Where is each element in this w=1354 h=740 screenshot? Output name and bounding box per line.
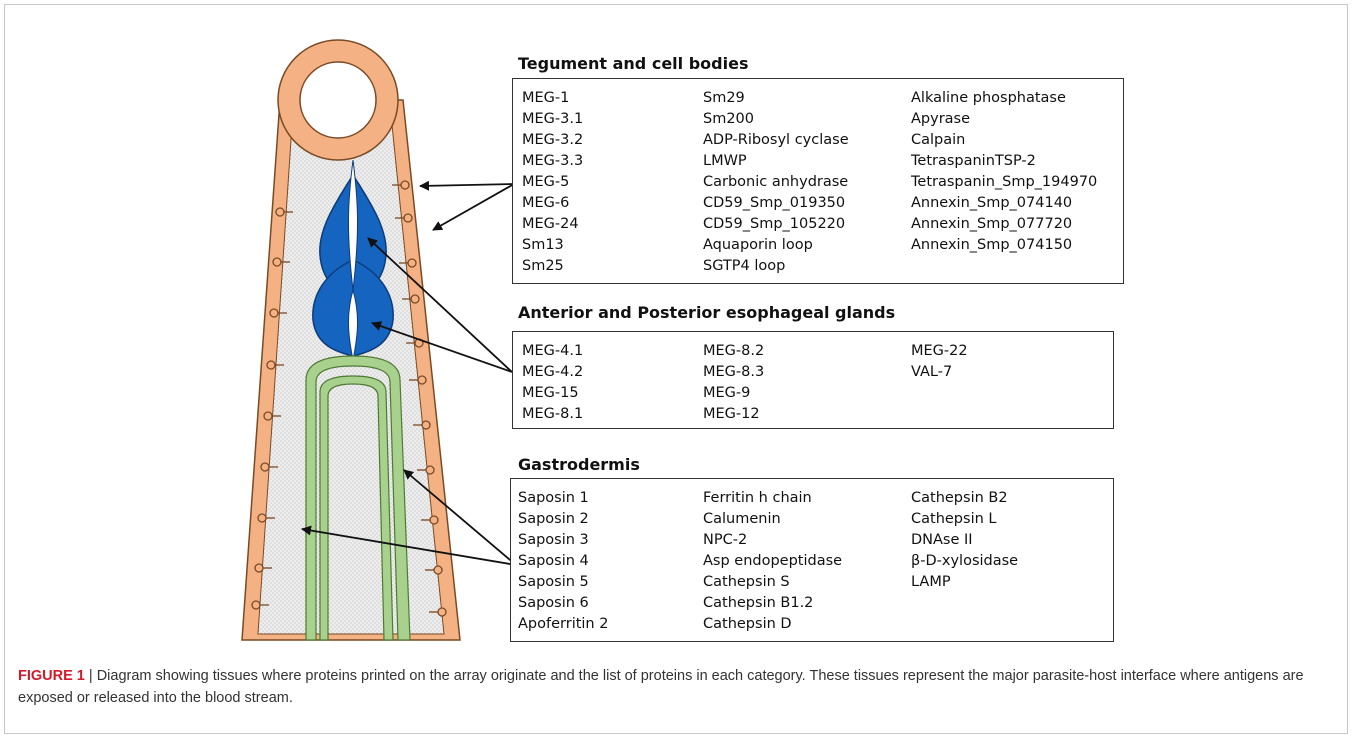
protein-item: Sm13 [522, 237, 564, 253]
protein-item: MEG-9 [703, 385, 751, 401]
protein-column: MEG-4.1 MEG-4.2 MEG-15 MEG-8.1 [522, 341, 583, 425]
protein-column: MEG-8.2 MEG-8.3 MEG-9 MEG-12 [703, 341, 764, 425]
protein-item: NPC-2 [703, 532, 748, 548]
protein-item: Asp endopeptidase [703, 553, 843, 569]
protein-column: Alkaline phosphatase Apyrase Calpain Tet… [911, 88, 1097, 256]
arrow-tegument-2 [432, 183, 515, 231]
protein-item: MEG-6 [522, 195, 570, 211]
protein-item: ADP-Ribosyl cyclase [703, 132, 849, 148]
protein-item: Cathepsin L [911, 511, 997, 527]
protein-column: Sm29 Sm200 ADP-Ribosyl cyclase LMWP Carb… [703, 88, 849, 277]
protein-item: Aquaporin loop [703, 237, 813, 253]
protein-item: MEG-1 [522, 90, 570, 106]
protein-item: VAL-7 [911, 364, 953, 380]
protein-item: MEG-8.3 [703, 364, 765, 380]
protein-item: TetraspaninTSP-2 [911, 153, 1036, 169]
section-title-tegument: Tegument and cell bodies [518, 54, 749, 73]
protein-item: MEG-4.1 [522, 343, 584, 359]
protein-item: MEG-22 [911, 343, 968, 359]
protein-item: Sm29 [703, 90, 745, 106]
protein-item: LMWP [703, 153, 747, 169]
protein-item: β-D-xylosidase [911, 553, 1019, 569]
section-title-esophageal-glands: Anterior and Posterior esophageal glands [518, 303, 896, 322]
protein-item: Cathepsin D [703, 616, 792, 632]
protein-item: MEG-5 [522, 174, 570, 190]
protein-item: MEG-15 [522, 385, 579, 401]
protein-item: Sm25 [522, 258, 564, 274]
tegument-spines-left [251, 207, 293, 610]
oral-sucker-lumen [299, 61, 377, 139]
gastrodermis-outer [305, 355, 411, 641]
arrow-gut-2 [301, 525, 517, 566]
protein-item: LAMP [911, 574, 951, 590]
protein-item: Cathepsin B2 [911, 490, 1008, 506]
protein-item: Alkaline phosphatase [911, 90, 1066, 106]
arrow-gland-1 [367, 237, 513, 373]
protein-item: Saposin 6 [518, 595, 589, 611]
protein-item: Annexin_Smp_074150 [911, 237, 1073, 253]
protein-item: MEG-3.3 [522, 153, 584, 169]
protein-item: Annexin_Smp_077720 [911, 216, 1073, 232]
protein-list-gastrodermis: Saposin 1 Saposin 2 Saposin 3 Saposin 4 … [510, 478, 1114, 642]
arrow-gland-2 [371, 321, 513, 373]
caption-separator: | [84, 668, 97, 684]
caption-text: Diagram showing tissues where proteins p… [18, 668, 1304, 706]
protein-item: MEG-3.2 [522, 132, 584, 148]
protein-item: MEG-12 [703, 406, 760, 422]
protein-column: Cathepsin B2 Cathepsin L DNAse II β-D-xy… [911, 488, 1018, 593]
protein-item: DNAse II [911, 532, 973, 548]
protein-list-tegument: MEG-1 MEG-3.1 MEG-3.2 MEG-3.3 MEG-5 MEG-… [512, 78, 1124, 284]
protein-item: Calumenin [703, 511, 781, 527]
protein-item: Cathepsin S [703, 574, 790, 590]
protein-item: Ferritin h chain [703, 490, 812, 506]
protein-column: MEG-1 MEG-3.1 MEG-3.2 MEG-3.3 MEG-5 MEG-… [522, 88, 583, 277]
protein-item: MEG-8.1 [522, 406, 584, 422]
protein-item: MEG-24 [522, 216, 579, 232]
protein-item: Saposin 3 [518, 532, 589, 548]
protein-item: Saposin 4 [518, 553, 589, 569]
protein-item: Saposin 2 [518, 511, 589, 527]
protein-item: CD59_Smp_019350 [703, 195, 846, 211]
arrow-tegument-1 [419, 180, 515, 191]
protein-item: SGTP4 loop [703, 258, 786, 274]
protein-column: Saposin 1 Saposin 2 Saposin 3 Saposin 4 … [518, 488, 608, 635]
protein-column: Ferritin h chain Calumenin NPC-2 Asp end… [703, 488, 842, 635]
gastrodermis-inner [319, 375, 394, 641]
protein-item: Apoferritin 2 [518, 616, 609, 632]
esophagus-lumen [347, 159, 359, 361]
protein-column: MEG-22 VAL-7 [911, 341, 968, 383]
protein-list-esophageal-glands: MEG-4.1 MEG-4.2 MEG-15 MEG-8.1 MEG-8.2 M… [512, 331, 1114, 429]
protein-item: Saposin 1 [518, 490, 589, 506]
section-title-gastrodermis: Gastrodermis [518, 455, 640, 474]
protein-item: MEG-3.1 [522, 111, 584, 127]
protein-item: Cathepsin B1.2 [703, 595, 814, 611]
protein-item: Annexin_Smp_074140 [911, 195, 1073, 211]
protein-item: Carbonic anhydrase [703, 174, 849, 190]
protein-item: Saposin 5 [518, 574, 589, 590]
figure-caption: FIGURE 1 | Diagram showing tissues where… [18, 665, 1328, 709]
protein-item: MEG-4.2 [522, 364, 584, 380]
protein-item: Apyrase [911, 111, 971, 127]
protein-item: MEG-8.2 [703, 343, 765, 359]
protein-item: Calpain [911, 132, 966, 148]
arrow-gut-1 [403, 469, 517, 566]
figure-frame [4, 4, 1348, 734]
protein-item: CD59_Smp_105220 [703, 216, 846, 232]
protein-item: Sm200 [703, 111, 755, 127]
figure-label: FIGURE 1 [18, 668, 85, 684]
protein-item: Tetraspanin_Smp_194970 [911, 174, 1098, 190]
